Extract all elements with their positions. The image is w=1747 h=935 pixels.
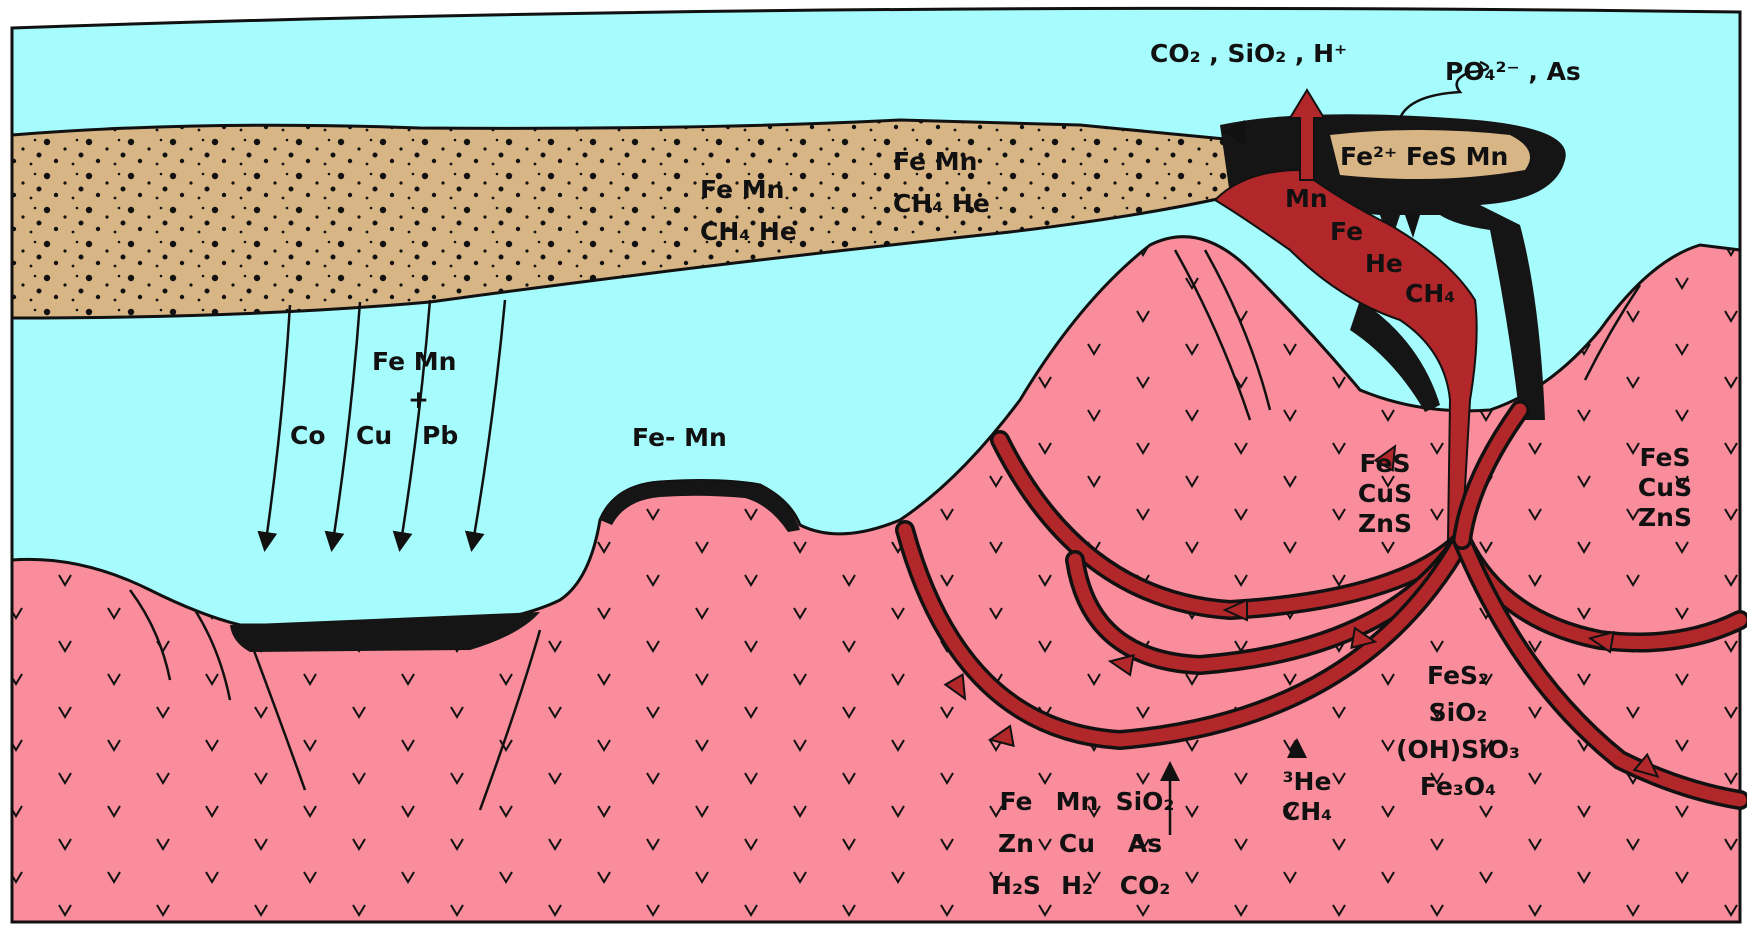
leached-element-label: Zn xyxy=(998,829,1034,858)
fallout-plus-label: + xyxy=(408,385,429,414)
plume-fe-label: Fe xyxy=(1330,217,1363,246)
fallout-pb-label: Pb xyxy=(422,421,458,450)
sulfide-label: CuS xyxy=(1638,473,1692,502)
sulfide-label: FeS xyxy=(1359,449,1410,478)
leached-element-label: Mn xyxy=(1056,787,1099,816)
leached-element-label: SiO₂ xyxy=(1116,787,1175,816)
leached-element-label: Fe xyxy=(999,787,1032,816)
sulfide-label: FeS xyxy=(1639,443,1690,472)
sulfide-label: ZnS xyxy=(1358,509,1412,538)
mound-minerals-label: Fe²⁺ FeS Mn xyxy=(1340,142,1508,171)
sulfide-label: CuS xyxy=(1358,479,1412,508)
sediment-femn-label-1: Fe Mn xyxy=(700,175,784,204)
deep-mineral-label: (OH)SiO₃ xyxy=(1396,735,1520,764)
leached-element-label: Cu xyxy=(1059,829,1095,858)
deep-mineral-label: FeS₂ xyxy=(1427,661,1489,690)
fallout-co-label: Co xyxy=(290,421,326,450)
sediment-ch4he-label-1: CH₄ He xyxy=(700,217,797,246)
leached-element-label: As xyxy=(1128,829,1162,858)
deep-mineral-label: Fe₃O₄ xyxy=(1420,772,1496,801)
plume-ch4-label: CH₄ xyxy=(1405,279,1455,308)
fallout-cu-label: Cu xyxy=(356,421,392,450)
femn-crust-label: Fe- Mn xyxy=(632,423,727,452)
sediment-femn-label-2: Fe Mn xyxy=(893,147,977,176)
helium-label: CH₄ xyxy=(1282,797,1332,826)
sulfide-label: ZnS xyxy=(1638,503,1692,532)
vent-gases-label: CO₂ , SiO₂ , H⁺ xyxy=(1150,39,1347,68)
plume-mn-label: Mn xyxy=(1285,184,1328,213)
sediment-ch4he-label-2: CH₄ He xyxy=(893,189,990,218)
leached-element-label: H₂ xyxy=(1061,871,1093,900)
leached-element-label: H₂S xyxy=(991,871,1041,900)
leached-element-label: CO₂ xyxy=(1120,871,1171,900)
phosphate-label: PO₄²⁻ , As xyxy=(1445,57,1581,86)
helium-label: ³He xyxy=(1283,767,1332,796)
deep-mineral-label: SiO₂ xyxy=(1429,698,1488,727)
fallout-femn-label: Fe Mn xyxy=(372,347,456,376)
plume-he-label: He xyxy=(1365,249,1403,278)
